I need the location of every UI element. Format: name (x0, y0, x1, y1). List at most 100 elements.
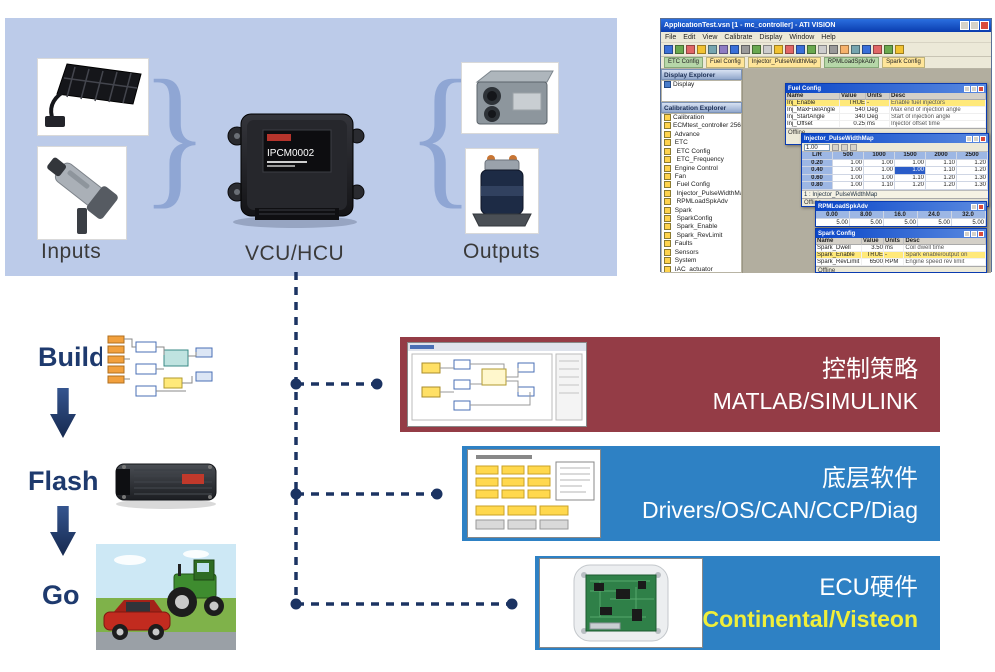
grid-cell[interactable]: L/R (802, 152, 833, 160)
tree-item[interactable]: Advance (662, 131, 741, 139)
curve-cell[interactable]: 32.0 (952, 211, 986, 219)
grid-cell[interactable]: 1.10 (864, 182, 895, 190)
map-tab-label[interactable]: 1 : Injector_PulseWidthMap (802, 189, 988, 198)
tree-item[interactable]: Spark_Enable (662, 223, 741, 231)
curve-cell[interactable]: 16.0 (884, 211, 918, 219)
grid-cell[interactable]: 1.10 (926, 167, 957, 175)
window-tab[interactable]: Fuel Config (706, 57, 745, 68)
toolbar-icon[interactable] (741, 45, 750, 54)
window-tab[interactable]: ETC Config (664, 57, 704, 68)
column-header[interactable]: Units (866, 93, 890, 100)
menu-item[interactable]: View (702, 33, 718, 41)
toolbar-icon[interactable] (719, 45, 728, 54)
toolbar-icon[interactable] (763, 45, 772, 54)
menu-item[interactable]: Display (759, 33, 783, 41)
grid-cell[interactable]: 1.20 (957, 159, 988, 167)
minimize-icon[interactable] (964, 230, 970, 237)
toolbar-icon[interactable] (708, 45, 717, 54)
grid-cell[interactable]: 1.20 (926, 182, 957, 190)
toolbar-icon[interactable] (884, 45, 893, 54)
menu-item[interactable]: Edit (683, 33, 696, 41)
window-titlebar[interactable]: Injector_PulseWidthMap (802, 134, 988, 143)
grid-cell[interactable]: 0.20 (802, 159, 833, 167)
tree-item[interactable]: RPMLoadSpkAdv (662, 198, 741, 206)
tree-item[interactable]: ETC Config (662, 148, 741, 156)
menu-item[interactable]: File (665, 33, 677, 41)
toolbar-icon[interactable] (796, 45, 805, 54)
curve-cell[interactable]: 5.00 (816, 219, 850, 226)
column-header[interactable]: Name (816, 238, 862, 245)
grid-cell[interactable]: 2500 (957, 152, 988, 160)
grid-cell[interactable]: 1.20 (957, 167, 988, 175)
grid-cell[interactable]: 1.30 (957, 182, 988, 190)
toolbar-icon[interactable] (774, 45, 783, 54)
minimize-icon[interactable] (971, 203, 977, 210)
toolbar-icon[interactable] (862, 45, 871, 54)
column-header[interactable]: Value (862, 238, 884, 245)
column-header[interactable]: Units (884, 238, 905, 245)
maximize-icon[interactable] (971, 85, 977, 92)
toolbar-icon[interactable] (664, 45, 673, 54)
curve-cell[interactable]: 0.00 (816, 211, 850, 219)
close-icon[interactable] (978, 203, 984, 210)
grid-cell[interactable]: 1.00 (833, 174, 864, 182)
tree-item[interactable]: ECMtest_controller 256k URD.cal [Offline… (662, 122, 741, 130)
toolbar-icon[interactable] (785, 45, 794, 54)
toolbar-icon[interactable] (675, 45, 684, 54)
grid-cell[interactable]: 1.10 (926, 159, 957, 167)
column-header[interactable]: Name (786, 93, 840, 100)
column-header[interactable]: Desc (890, 93, 986, 100)
minimize-icon[interactable] (966, 135, 972, 142)
column-header[interactable]: Value (840, 93, 866, 100)
tree-item[interactable]: Fuel Config (662, 181, 741, 189)
toolbar-icon[interactable] (873, 45, 882, 54)
grid-cell[interactable]: 1.00 (833, 182, 864, 190)
tree-item[interactable]: Fan (662, 173, 741, 181)
grid-cell[interactable]: 0.40 (802, 167, 833, 175)
menu-item[interactable]: Help (821, 33, 836, 41)
close-icon[interactable] (978, 85, 984, 92)
toolbar-icon[interactable] (829, 45, 838, 54)
close-icon[interactable] (980, 21, 989, 30)
map-tool-button[interactable] (841, 143, 848, 151)
menu-item[interactable]: Window (789, 33, 815, 41)
curve-cell[interactable]: 5.00 (952, 219, 986, 226)
grid-cell[interactable]: 1.00 (864, 174, 895, 182)
toolbar-icon[interactable] (752, 45, 761, 54)
grid-cell[interactable]: 1000 (864, 152, 895, 160)
tree-item[interactable]: Engine Control (662, 165, 741, 173)
menu-item[interactable]: Calibrate (724, 33, 753, 41)
tree-item[interactable]: Faults (662, 240, 741, 248)
tree-item[interactable]: Spark_RevLimit (662, 232, 741, 240)
maximize-icon[interactable] (970, 21, 979, 30)
window-tab[interactable]: Spark Config (882, 57, 925, 68)
window-titlebar[interactable]: Fuel Config (786, 84, 986, 93)
tree-item[interactable]: ETC_Frequency (662, 156, 741, 164)
grid-cell[interactable]: 1.00 (895, 167, 926, 175)
window-tab[interactable]: RPMLoadSpkAdv (823, 57, 880, 68)
toolbar-icon[interactable] (840, 45, 849, 54)
grid-cell[interactable]: 500 (833, 152, 864, 160)
toolbar-icon[interactable] (851, 45, 860, 54)
grid-cell[interactable]: 1500 (895, 152, 926, 160)
column-header[interactable]: Desc (904, 238, 986, 245)
cell-value-field[interactable]: 1.00 (804, 143, 830, 151)
window-tab[interactable]: Injector_PulseWidthMap (747, 57, 821, 68)
tree-item[interactable]: Calibration (662, 114, 741, 122)
curve-cell[interactable]: 24.0 (918, 211, 952, 219)
minimize-icon[interactable] (960, 21, 969, 30)
grid-cell[interactable]: 1.00 (864, 159, 895, 167)
toolbar-icon[interactable] (807, 45, 816, 54)
map-tool-button[interactable] (850, 143, 857, 151)
tree-item[interactable]: Sensors (662, 249, 741, 257)
curve-cell[interactable]: 8.00 (850, 211, 884, 219)
grid-cell[interactable]: 0.80 (802, 182, 833, 190)
grid-cell[interactable]: 1.20 (895, 182, 926, 190)
grid-cell[interactable]: 1.00 (833, 159, 864, 167)
